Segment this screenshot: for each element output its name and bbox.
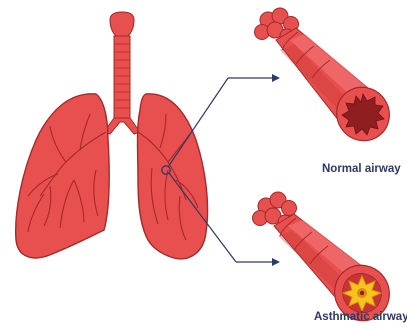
asthmatic-airway-label: Asthmatic airway [314, 311, 407, 323]
normal-airway-label: Normal airway [322, 163, 401, 175]
trachea [104, 12, 140, 134]
left-lung [16, 94, 110, 258]
callout-arrowheads [272, 74, 280, 266]
right-lung [138, 94, 208, 259]
